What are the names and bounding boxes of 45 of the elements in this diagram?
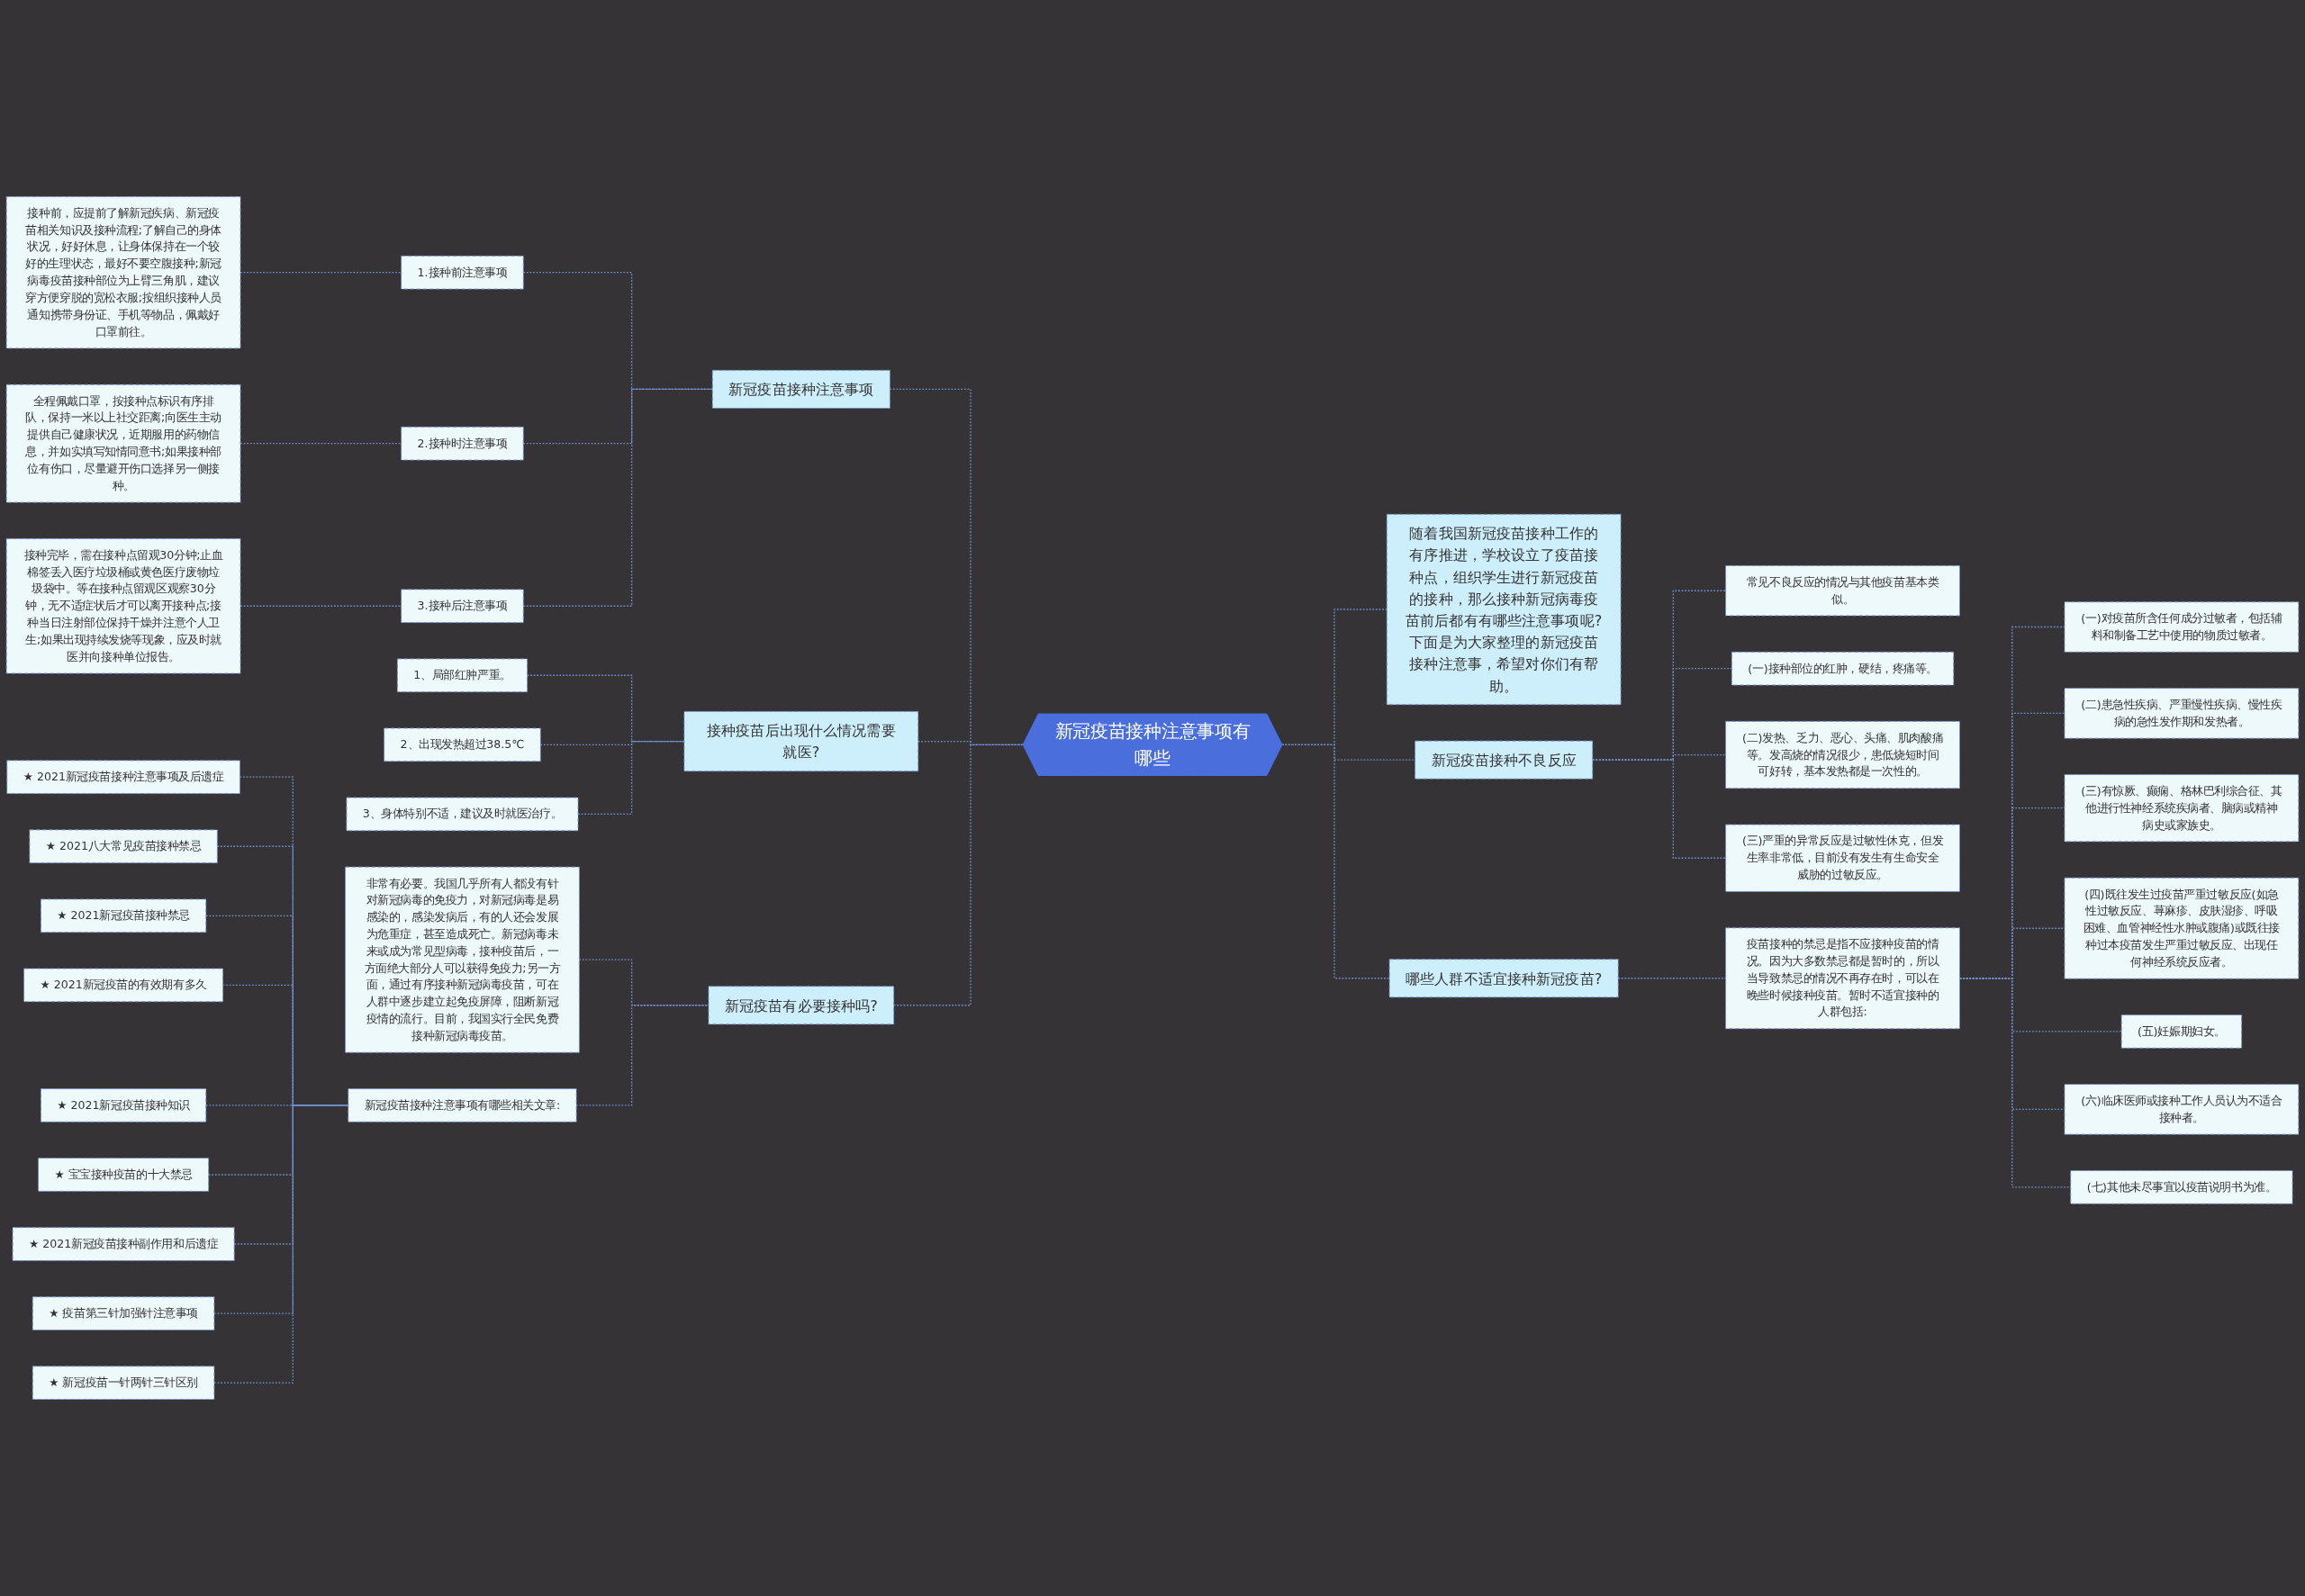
node-box: (三)有惊厥、癫痫、格林巴利综合征、其他进行性神经系统疾病者、脑病或精神病史或家族史。 (2064, 774, 2300, 843)
node-box: ★ 疫苗第三针加强针注意事项 (32, 1296, 215, 1330)
node-box: ★ 2021新冠疫苗的有效期有多久 (23, 968, 224, 1003)
node-box: 全程佩戴口罩，按接种点标识有序排队，保持一米以上社交距离;向医生主动提供自己健康状况，近期服用的药物信息，并如实填写知情同意书;如果接种部位有伤口，尽量避开伤口选择另一侧接种。 (5, 383, 241, 503)
node-box: 2、出现发热超过38.5℃ (384, 727, 541, 762)
node-box: 接种完毕，需在接种点留观30分钟;止血棉签丢入医疗垃圾桶或黄色医疗废物垃圾袋中。等在接种点留观区观察30分钟，无不适症状后才可以离开接种点;接种当日注射部位保持干燥并注意个人卫生;如果出现持续发烧等现象，应及时就医并向接种单位报告。 (5, 537, 241, 674)
connector (1592, 759, 1727, 859)
node-box: 新冠疫苗接种注意事项有哪些相关文章: (348, 1088, 577, 1123)
node-box: 非常有必要。我国几乎所有人都没有针对新冠病毒的免疫力，对新冠病毒是易感染的，感染发病后，有的人还会发展为危重症，甚至造成死亡。新冠病毒未来或成为常见型病毒，接种疫苗后，一方面绝大部分人可以获得免疫力;另一方面，通过有序接种新冠病毒疫苗，可在人群中逐步建立起免疫屏障，阻断新冠疫情的流行。目前，我国实行全民免费接种新冠病毒疫苗。 (345, 866, 580, 1053)
node-box: (一)接种部位的红肿，硬结，疼痛等。 (1731, 651, 1955, 686)
node-box: 新冠疫苗接种不良反应 (1415, 740, 1594, 780)
connector (889, 388, 1024, 746)
node-box: 随着我国新冠疫苗接种工作的有序推进，学校设立了疫苗接种点，组织学生进行新冠疫苗的接种，那么接种新冠病毒疫苗前后都有有哪些注意事项呢?下面是为大家整理的新冠疫苗接种注意事，希望对你们有帮助。 (1386, 513, 1622, 706)
node-box: (三)严重的异常反应是过敏性休克，但发生率非常低，目前没有发生有生命安全威胁的过敏反应。 (1725, 824, 1960, 892)
node-box: ★ 2021新冠疫苗接种知识 (40, 1088, 207, 1123)
connector (1281, 744, 1390, 979)
node-box: 接种前，应提前了解新冠疾病、新冠疫苗相关知识及接种流程;了解自己的身体状况，好好休息，让身体保持在一个较好的生理状态，最好不要空腹接种;新冠病毒疫苗接种部位为上臂三角肌，建议穿方便穿脱的宽松衣服;按组织接种人员通知携带身份证、手机等物品，佩戴好口罩前往。 (5, 196, 241, 349)
node-box: 2.接种时注意事项 (401, 426, 524, 461)
node-box: ★ 新冠疫苗一针两针三针区别 (32, 1366, 215, 1400)
node-box: ★ 2021新冠疫苗接种注意事项及后遗症 (6, 760, 240, 795)
node-box: (六)临床医师或接种工作人员认为不适合接种者。 (2064, 1084, 2300, 1135)
node-box: 3.接种后注意事项 (401, 589, 524, 624)
node-box: (七)其他未尽事宜以疫苗说明书为准。 (2070, 1170, 2293, 1204)
connector (893, 744, 1024, 1006)
node-box: (五)妊娠期妇女。 (2120, 1014, 2243, 1049)
node-box: 1.接种前注意事项 (401, 255, 524, 290)
connector (917, 740, 1024, 746)
node-box: ★ 2021新冠疫苗接种副作用和后遗症 (12, 1227, 235, 1261)
node-box: ★ 2021新冠疫苗接种禁忌 (40, 898, 207, 933)
node-box: 新冠疫苗有必要接种吗? (708, 986, 895, 1025)
node-box: 接种疫苗后出现什么情况需要就医? (683, 710, 919, 772)
node-box: 3、身体特别不适，建议及时就医治疗。 (346, 797, 579, 832)
node-box: 哪些人群不适宜接种新冠疫苗? (1388, 959, 1619, 998)
node-box: 1、局部红肿严重。 (396, 658, 528, 693)
connector (522, 388, 713, 607)
node-box: ★ 2021八大常见疫苗接种禁忌 (29, 829, 218, 864)
node-box: (二)发热、乏力、恶心、头痛、肌肉酸痛等。发高烧的情况很少，患低烧短时间可好转，基本发热都是一次性的。 (1725, 720, 1960, 789)
node-box: (一)对疫苗所含任何成分过敏者，包括辅料和制备工艺中使用的物质过敏者。 (2064, 601, 2300, 653)
node-box: (四)既往发生过疫苗严重过敏反应(如急性过敏反应、荨麻疹、皮肤湿疹、呼吸困难、血管神经性水肿或腹痛)或既往接种过本疫苗发生严重过敏反应、出现任何神经系统反应者。 (2064, 877, 2300, 979)
node-box: ★ 宝宝接种疫苗的十大禁忌 (38, 1158, 210, 1192)
node-box: 常见不良反应的情况与其他疫苗基本类似。 (1725, 564, 1960, 617)
node-box: 疫苗接种的禁忌是指不应接种疫苗的情况。因为大多数禁忌都是暂时的，所以当导致禁忌的情况不再存在时，可以在晚些时候接种疫苗。暂时不适宜接种的人群包括: (1725, 927, 1960, 1030)
node-box: 新冠疫苗接种注意事项 (711, 369, 890, 409)
connector (526, 674, 685, 743)
node-box: (二)患急性疾病、严重慢性疾病、慢性疾病的急性发作期和发热者。 (2064, 688, 2300, 739)
